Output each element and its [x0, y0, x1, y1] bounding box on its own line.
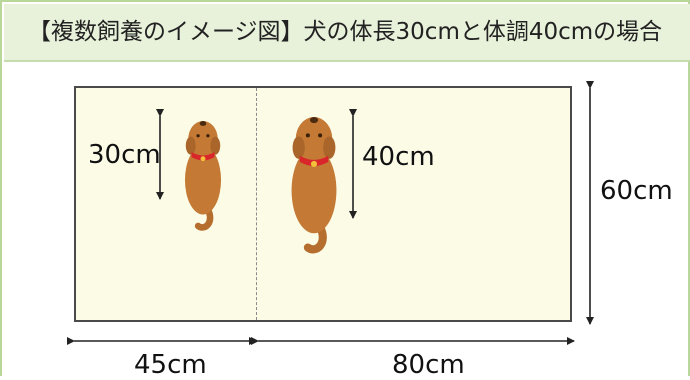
dog1-length-label: 30cm — [88, 140, 161, 170]
width-right-label: 80cm — [392, 350, 465, 380]
height-label: 60cm — [600, 176, 673, 206]
dog-icon — [291, 117, 337, 254]
width-left-label: 45cm — [134, 350, 207, 380]
kennel-divider — [256, 88, 257, 320]
figure-title: 【複数飼養のイメージ図】犬の体長30cmと体調40cmの場合 — [28, 19, 663, 45]
header-bar: 【複数飼養のイメージ図】犬の体長30cmと体調40cmの場合 — [4, 4, 690, 62]
dog-icon — [184, 121, 222, 231]
dog2-length-label: 40cm — [362, 142, 435, 172]
